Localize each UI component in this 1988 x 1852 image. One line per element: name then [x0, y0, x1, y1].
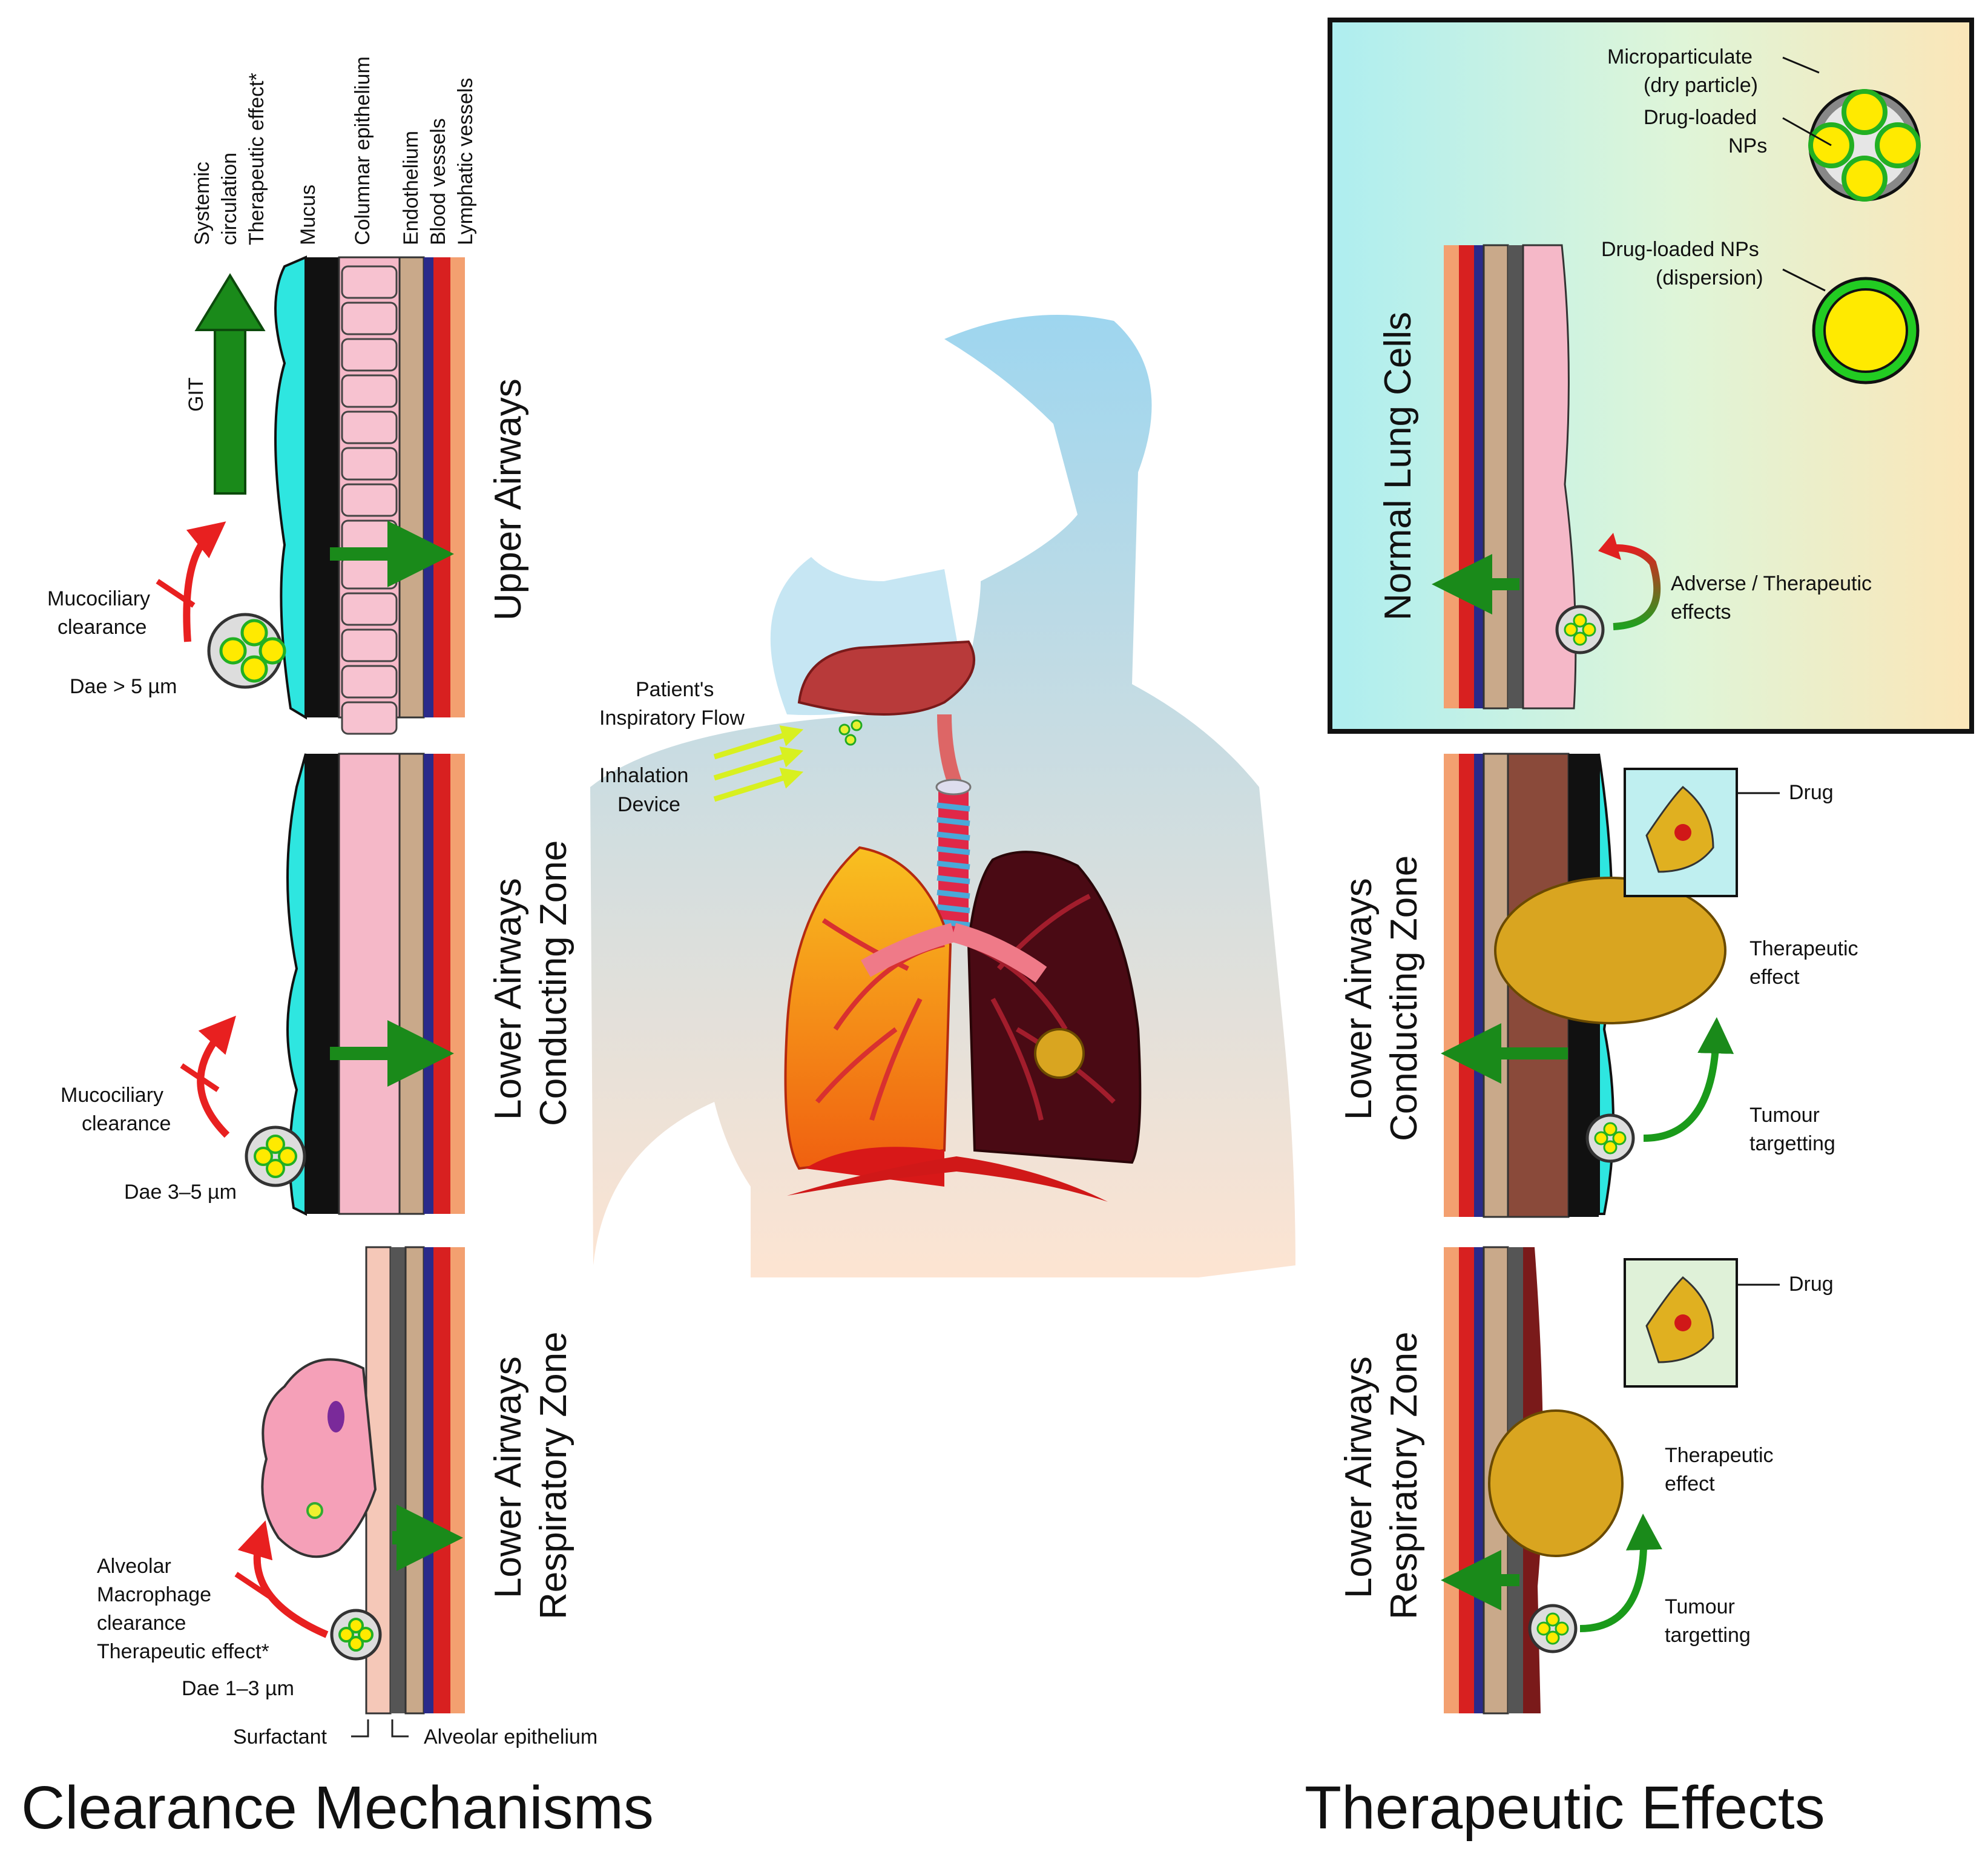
upper-clearance-2: clearance: [58, 616, 146, 639]
zone-upper-label: Upper Airways: [487, 378, 529, 621]
blood-vessels-label: Blood vessels: [427, 118, 450, 245]
right-conducting-zone-1: Lower Airways: [1338, 878, 1380, 1120]
upper-airways-strip: [274, 255, 465, 720]
right-respiratory-zone-2: Respiratory Zone: [1383, 1331, 1425, 1620]
columnar-label: Columnar epithelium: [351, 56, 374, 245]
right-respiratory-zone-1: Lower Airways: [1338, 1356, 1380, 1598]
nps-dispersion-label-1: Drug-loaded NPs: [1601, 238, 1759, 261]
zone-conducting-label-2: Conducting Zone: [533, 840, 574, 1126]
mucus-label: Mucus: [297, 185, 320, 245]
right-conducting-zone-2: Conducting Zone: [1383, 855, 1425, 1141]
respiratory-clearance-3: clearance: [97, 1612, 186, 1635]
device-label-1: Inhalation: [599, 764, 688, 787]
zone-respiratory-label-1: Lower Airways: [487, 1356, 529, 1598]
legend-microparticle: [1808, 89, 1921, 202]
conducting-dae: Dae 3–5 µm: [124, 1181, 237, 1204]
transport-arrows-left: [330, 521, 463, 1571]
drug-label-1: Drug: [1789, 781, 1834, 804]
trachea: [935, 779, 972, 938]
right-respiratory-tumour: [1488, 1409, 1624, 1557]
device-label-2: Device: [617, 793, 680, 816]
clearance-arrows: [156, 521, 329, 1638]
adverse-particle: [1555, 605, 1605, 654]
nps-dispersion-label-2: (dispersion): [1656, 266, 1763, 289]
tumour-label-2b: targetting: [1665, 1624, 1751, 1647]
respiratory-clearance-4: Therapeutic effect*: [97, 1640, 269, 1663]
micro-label-2: (dry particle): [1644, 74, 1758, 97]
tumour-targetting-arrow-1: [1643, 1017, 1734, 1142]
zone-respiratory-label-2: Respiratory Zone: [533, 1331, 574, 1620]
tumour-label-1b: targetting: [1749, 1132, 1835, 1155]
respiratory-zone-strip: [261, 1246, 465, 1715]
diaphragm: [787, 1156, 1108, 1202]
right-conducting-tumour: [1494, 877, 1726, 1024]
respiratory-dae: Dae 1–3 µm: [182, 1677, 294, 1700]
zone-conducting-label-1: Lower Airways: [487, 878, 529, 1120]
therapeutic-label-1b: effect: [1749, 966, 1800, 989]
conducting-clearance-2: clearance: [82, 1112, 171, 1135]
therapeutic-label-2b: effect: [1665, 1472, 1715, 1495]
micro-label-1: Microparticulate: [1607, 45, 1753, 68]
bronchi: [861, 923, 1047, 983]
title-clearance: Clearance Mechanisms: [21, 1774, 654, 1842]
systemic-label-2: circulation: [218, 153, 241, 245]
legend-pointers: [1782, 56, 1832, 292]
right-lung: [967, 851, 1142, 1164]
title-therapeutic: Therapeutic Effects: [1305, 1774, 1825, 1842]
adverse-arrow: [1598, 533, 1661, 630]
right-particle-2: [1528, 1604, 1578, 1653]
upper-clearance-1: Mucociliary: [47, 587, 150, 610]
tumour-cluster-center: [1034, 1028, 1085, 1079]
tumour-label-1a: Tumour: [1749, 1104, 1820, 1127]
flow-label-2: Inspiratory Flow: [599, 707, 745, 730]
conducting-zone-strip: [286, 753, 465, 1216]
systemic-label-3: Therapeutic effect*: [245, 73, 268, 245]
nps-loaded-label-1: Drug-loaded: [1644, 106, 1757, 129]
legend-np-dispersion: [1812, 277, 1920, 384]
layer-labels: Systemic circulation Therapeutic effect*…: [191, 56, 477, 245]
upper-dae: Dae > 5 µm: [70, 675, 177, 698]
conducting-clearance-1: Mucociliary: [61, 1084, 163, 1107]
right-particle-1: [1585, 1113, 1635, 1163]
surfactant-label: Surfactant: [233, 1725, 327, 1748]
adverse-label-1: Adverse / Therapeutic: [1671, 572, 1872, 595]
adverse-label-2: effects: [1671, 601, 1731, 624]
git-arrow: [194, 273, 266, 495]
respiratory-clearance-2: Macrophage: [97, 1583, 211, 1606]
git-label: GIT: [185, 377, 208, 412]
therapeutic-label-1a: Therapeutic: [1749, 937, 1858, 960]
normal-lung-strip: [1444, 244, 1577, 710]
tumour-targetting-arrow-2: [1579, 1514, 1662, 1632]
right-respiratory-drug-box: [1624, 1258, 1738, 1388]
tumour-label-2a: Tumour: [1665, 1595, 1735, 1618]
bottom-pointers: [351, 1719, 409, 1738]
normal-lung-cells-label: Normal Lung Cells: [1377, 312, 1419, 621]
systemic-label-1: Systemic: [191, 162, 214, 245]
drug-label-2: Drug: [1789, 1273, 1834, 1296]
therapeutic-label-2a: Therapeutic: [1665, 1444, 1774, 1467]
inspiratory-flow-arrows: [713, 725, 804, 802]
endothelium-label: Endothelium: [400, 131, 423, 245]
upper-cells: [341, 265, 398, 735]
alveolar-epithelium-label: Alveolar epithelium: [424, 1725, 597, 1748]
inhaled-particles: [838, 719, 863, 746]
particles-left: [207, 613, 382, 1661]
respiratory-clearance-1: Alveolar: [97, 1555, 171, 1578]
nps-loaded-label-2: NPs: [1728, 134, 1767, 157]
right-conducting-drug-box: [1624, 768, 1738, 897]
flow-label-1: Patient's: [636, 678, 714, 701]
lymphatic-label: Lymphatic vessels: [454, 77, 477, 245]
